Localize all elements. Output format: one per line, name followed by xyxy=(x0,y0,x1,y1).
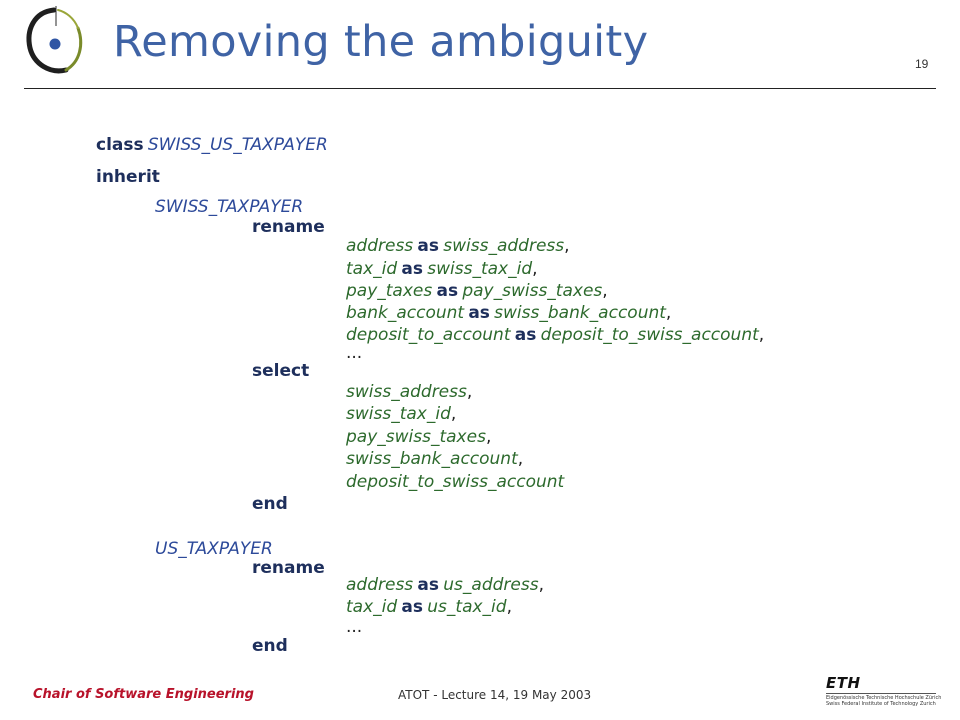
chair-logo-icon xyxy=(26,6,83,74)
parent-class-name: SWISS_TAXPAYER xyxy=(155,197,304,217)
eth-logo: ETH Eidgenössische Technische Hochschule… xyxy=(826,676,942,716)
end-keyword-swiss: end xyxy=(252,494,288,514)
select-line: deposit_to_swiss_account xyxy=(346,472,565,492)
inherit-clause: inherit xyxy=(96,169,160,186)
rename-keyword-us: rename xyxy=(252,558,325,578)
footer-chair-name: Chair of Software Engineering xyxy=(33,687,254,702)
parent-class-swiss: SWISS_TAXPAYER xyxy=(155,199,303,216)
footer-lecture-info: ATOT - Lecture 14, 19 May 2003 xyxy=(398,688,592,702)
rename-ellipsis: ... xyxy=(346,343,363,363)
keyword-inherit: inherit xyxy=(96,167,160,187)
page-title: Removing the ambiguity xyxy=(113,17,649,67)
eth-divider xyxy=(826,693,936,694)
select-line: swiss_tax_id, xyxy=(346,404,457,424)
select-line: pay_swiss_taxes, xyxy=(346,427,492,447)
select-keyword: select xyxy=(252,361,310,381)
end-keyword-us: end xyxy=(252,636,288,656)
parent-class-us: US_TAXPAYER xyxy=(155,541,273,558)
eth-line-german: Eidgenössische Technische Hochschule Zür… xyxy=(826,695,942,701)
header-divider xyxy=(24,88,936,89)
class-name: SWISS_US_TAXPAYER xyxy=(147,135,328,155)
parent-class-name: US_TAXPAYER xyxy=(155,539,273,559)
eth-wordmark: ETH xyxy=(826,674,861,692)
select-line: swiss_bank_account, xyxy=(346,449,524,469)
eth-line-english: Swiss Federal Institute of Technology Zu… xyxy=(826,701,936,708)
keyword-class: class xyxy=(96,135,144,155)
select-line: swiss_address, xyxy=(346,382,473,402)
rename-keyword-swiss: rename xyxy=(252,217,325,237)
page-number: 19 xyxy=(915,57,929,71)
rename-ellipsis: ... xyxy=(346,617,363,637)
